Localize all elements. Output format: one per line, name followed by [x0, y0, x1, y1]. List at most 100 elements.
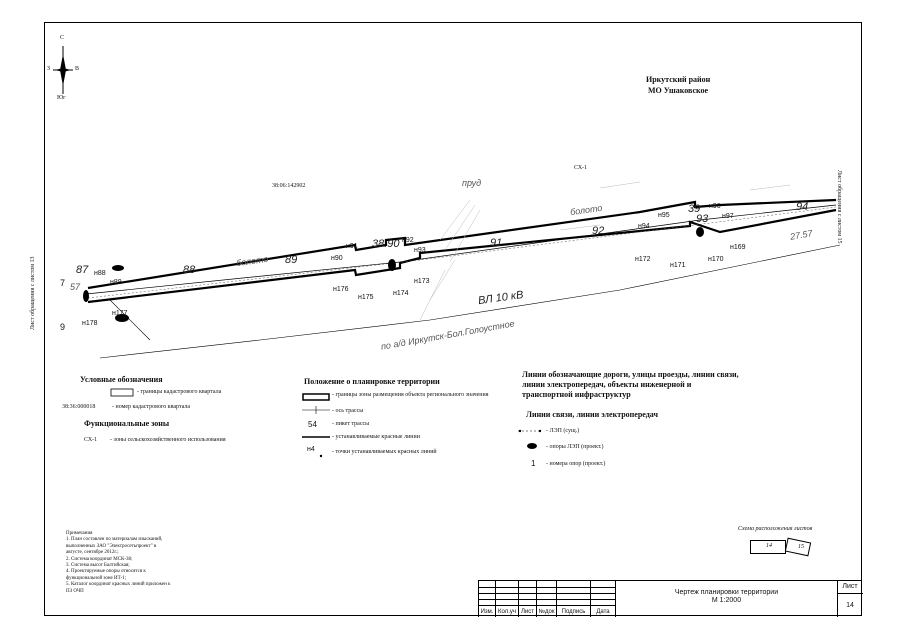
notes-line: 1. План составлен по материалам изыскани…: [66, 537, 163, 543]
legend-point-symbol: [319, 454, 323, 458]
picket-label: 93: [696, 213, 709, 225]
drawing-scale: М 1:2000: [711, 597, 742, 604]
district-title: Иркутский район: [646, 75, 711, 84]
drawing-title: Чертеж планировки территории: [674, 589, 779, 596]
legend-right-title: Линии обозначающие дороги, улицы проезды…: [522, 370, 739, 399]
col-header: №док: [538, 609, 555, 615]
municipality-title: МО Ушаковское: [648, 86, 709, 95]
tie-line: [109, 299, 151, 341]
point-label: н174: [393, 290, 409, 297]
col-header: Изм.: [480, 609, 494, 615]
legend-right-symbol: 1: [531, 459, 536, 468]
legend-right-subtitle: Линии связи, линии электропередач: [526, 410, 658, 419]
right-side-label: Лист обращения с листом 15: [836, 170, 842, 244]
point-label: н89: [110, 279, 122, 286]
col-header: Кол.уч: [498, 609, 516, 615]
sheet-number: 14: [846, 602, 854, 609]
point-label: н92: [402, 237, 414, 244]
sketch-label-3: пруд: [462, 178, 482, 188]
edge-mark: 57: [70, 282, 81, 292]
cadastral-boundary-line: [99, 244, 841, 359]
notes-block: Примечания 1. План составлен по материал…: [66, 531, 170, 595]
scheme-sheet-b: 15: [798, 544, 804, 550]
zone-code: СХ-1: [574, 165, 588, 171]
sheet-label: Лист: [842, 583, 858, 590]
legend-item-text: - границы кадастрового квартала: [137, 389, 222, 395]
legend-mid-item: - ось трассы: [332, 408, 364, 414]
point-label: н178: [82, 320, 98, 327]
red-line-lower: [87, 208, 837, 304]
picket-label: 88: [183, 264, 196, 276]
sketch-hatching: [419, 181, 791, 321]
point-label: н95: [658, 212, 670, 219]
legend-mid-item: - точки устанавливаемых красных линий: [332, 449, 437, 455]
notes-line: функциональной зоне ИТ-1;: [66, 575, 127, 581]
notes-line: 4. Проектируемые опоры относятся к: [66, 569, 146, 575]
compass-east: В: [75, 66, 80, 72]
sheet-frame: [44, 22, 862, 616]
notes-line: ПЗ ОЧП: [66, 588, 84, 594]
picket-label: 92: [592, 225, 605, 237]
legend-cadastral-symbol: [110, 388, 134, 397]
compass-rose-icon: [53, 46, 73, 94]
notes-line: августе, сентябре 2012г.;: [66, 550, 119, 556]
scheme-sheet-a: 14: [766, 543, 772, 549]
point-label: н177: [112, 310, 128, 317]
legend-mid-item: - пикет трассы: [332, 421, 370, 427]
col-header: Лист: [520, 609, 535, 615]
red-line-upper: [87, 198, 837, 290]
notes-line: 3. Система высот Балтийская;: [66, 563, 130, 569]
legend-pole-symbol: [527, 443, 537, 449]
edge-mark: 7: [60, 278, 66, 288]
sheet-scheme: 14 15: [748, 534, 812, 560]
title-block: Изм. Кол.уч Лист №док Подпись Дата Черте…: [478, 580, 863, 617]
compass-north: С: [60, 35, 65, 41]
point-label: н91: [346, 243, 358, 250]
notes-line: 2. Система координат МСК-38;: [66, 556, 133, 562]
point-label: н176: [333, 286, 349, 293]
col-header: Дата: [596, 609, 610, 615]
picket-label: 91: [490, 237, 503, 249]
point-label: н90: [331, 255, 343, 262]
zone-item-symbol: СХ-1: [84, 437, 98, 443]
point-label: н94: [638, 223, 650, 230]
legend-item-text: - номер кадастрового квартала: [112, 404, 191, 410]
point-label: н170: [708, 256, 724, 263]
legend-mid-item: - границы зоны размещения объекта регион…: [332, 392, 489, 398]
compass-west: З: [47, 66, 51, 72]
picket-label: 38.90: [372, 238, 400, 250]
zones-title: Функциональные зоны: [84, 419, 170, 428]
col-header: Подпись: [561, 609, 586, 615]
point-label: н88: [94, 270, 106, 277]
legend-right-item: - ЛЭП (сущ.): [546, 428, 580, 434]
point-label: н173: [414, 278, 430, 285]
legend-item-symbol: 38:36:000018: [62, 404, 96, 410]
notes-title: Примечания: [66, 531, 93, 536]
pole-symbols: [83, 227, 704, 322]
legend-mid-title: Положение о планировке территории: [304, 377, 440, 386]
point-label: н96: [709, 203, 721, 210]
picket-label: 39: [688, 203, 701, 215]
notes-line: выполненных ЗАО "Электросетьпроект" в: [66, 543, 157, 549]
zone-item-text: - зоны сельскохозяйственного использован…: [110, 437, 226, 443]
legend-right-item: - опоры ЛЭП (проект.): [546, 444, 604, 450]
picket-label: 89: [285, 254, 298, 266]
legend-mid-symbol: 54: [308, 420, 317, 429]
point-label: н171: [670, 262, 686, 269]
existing-power-line: [87, 206, 837, 299]
scheme-title: Схема расположения листов: [738, 526, 813, 532]
route-axis: [85, 204, 837, 295]
point-label: н175: [358, 294, 374, 301]
point-label: н93: [414, 247, 426, 254]
legend-title: Условные обозначения: [80, 375, 163, 384]
legend-mid-item: - устанавливаемые красные линии: [332, 434, 420, 440]
cadastral-block: 38:06:142902: [272, 183, 306, 189]
left-side-label: Лист обращения с листом 13: [30, 256, 36, 330]
legend-mid-symbol: н4: [307, 446, 315, 453]
legend-zone-symbol: [302, 393, 330, 401]
point-label: н172: [635, 256, 651, 263]
legend-right-item: - номера опор (проект.): [546, 461, 606, 467]
point-label: н97: [722, 213, 734, 220]
notes-line: 5. Каталог координат красных линий прило…: [66, 582, 171, 588]
